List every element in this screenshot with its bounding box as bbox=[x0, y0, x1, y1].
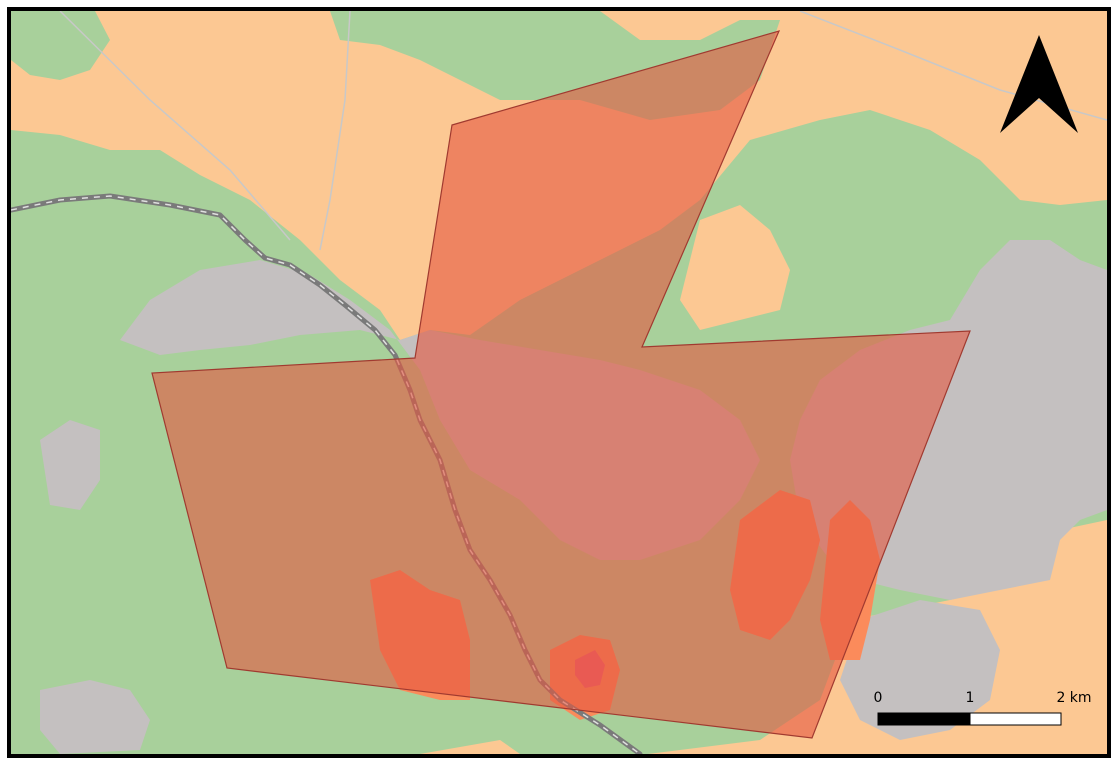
gray-area-west-patch bbox=[40, 420, 100, 510]
road-line-2 bbox=[319, 11, 351, 251]
road-line-1 bbox=[59, 11, 291, 241]
scale-bar-outline bbox=[877, 712, 1062, 726]
study-area-polygon[interactable] bbox=[151, 30, 971, 739]
gray-area-south-west bbox=[40, 680, 150, 754]
scale-bar-segment-dark bbox=[878, 713, 970, 725]
orange-patch-east bbox=[680, 205, 790, 330]
scale-label-2: 2 km bbox=[1056, 690, 1091, 706]
north-arrow-icon bbox=[1000, 35, 1078, 133]
scale-label-1: 1 bbox=[966, 690, 975, 706]
scale-bar: 0 1 2 km bbox=[874, 690, 1092, 726]
north-arrow-shape bbox=[1000, 35, 1078, 133]
scale-label-0: 0 bbox=[874, 690, 883, 706]
gray-area-south-east bbox=[840, 600, 1000, 740]
scale-bar-segment-light bbox=[969, 712, 1062, 726]
map-border bbox=[7, 7, 1111, 758]
green-area-north-west bbox=[11, 11, 110, 80]
